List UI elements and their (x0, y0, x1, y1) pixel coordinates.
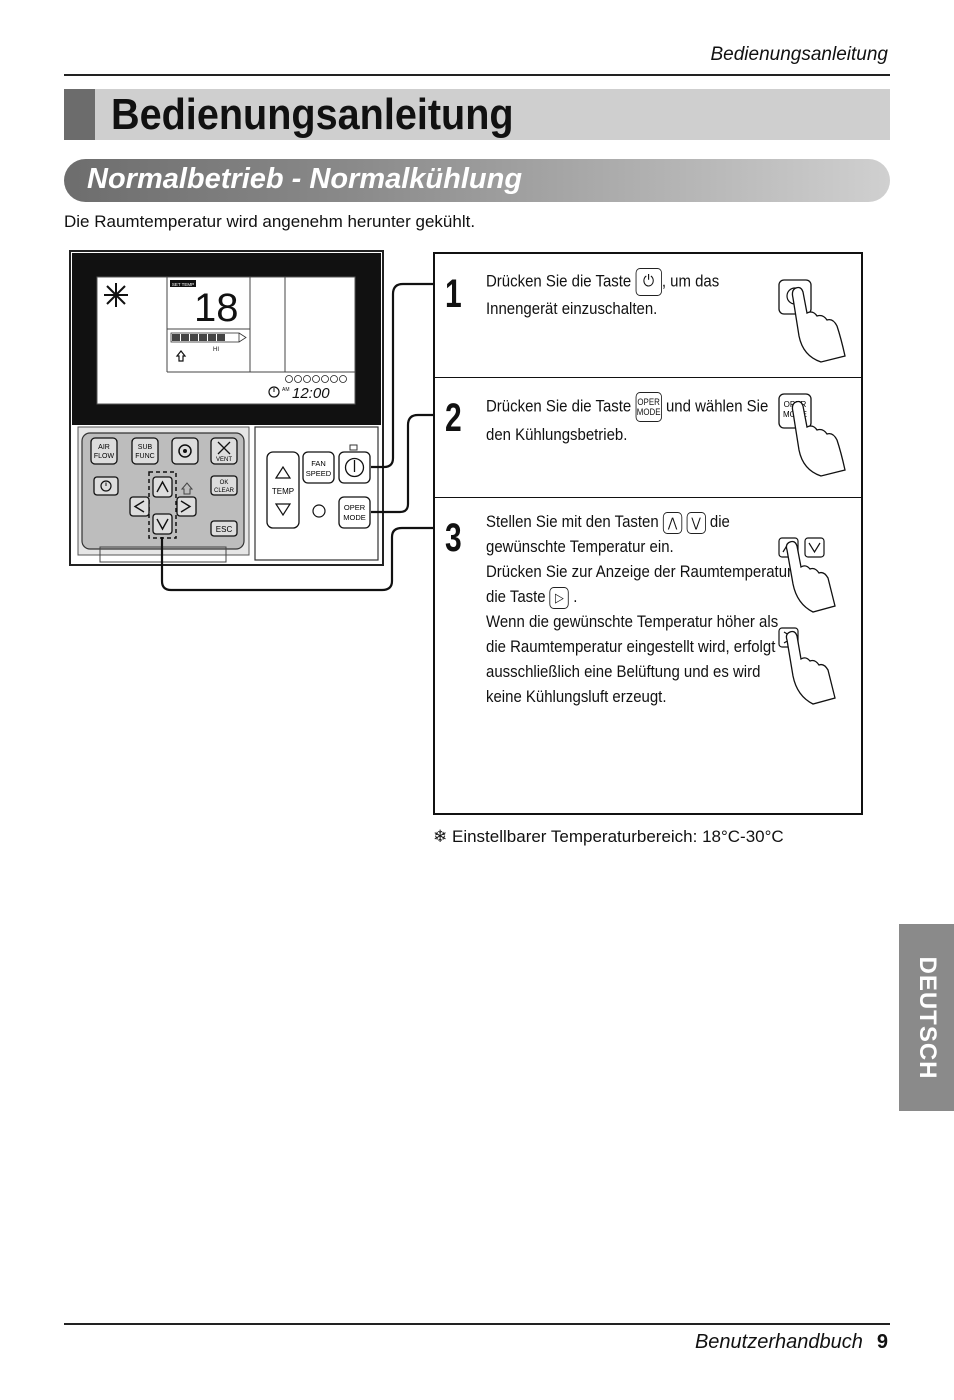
temp-rocker[interactable]: TEMP (266, 451, 300, 529)
running-header: Bedienungsanleitung (710, 44, 889, 65)
step-1: 1 Drücken Sie die Taste ⏻, um das Inneng… (435, 254, 861, 377)
section-title: Normalbetrieb - Normalkühlung (87, 163, 523, 195)
timer-icon (268, 386, 280, 398)
left-arrow-button[interactable] (129, 496, 150, 517)
temp-down-icon (274, 503, 292, 517)
svg-text:OK: OK (220, 480, 229, 486)
footnote: ❄ Einstellbarer Temperaturbereich: 18°C-… (433, 827, 784, 847)
mode-indicators (285, 375, 347, 383)
page-number: 9 (876, 1331, 888, 1353)
section-bar (64, 159, 890, 202)
finger-press-power-icon (778, 279, 846, 363)
arrow-right-icon (180, 500, 192, 513)
step-text: Stellen Sie mit den Tasten ⋀ ⋁ die gewün… (486, 511, 793, 706)
step-3: 3 Stellen Sie mit den Tasten ⋀ ⋁ die gew… (435, 497, 861, 815)
power-button[interactable] (338, 451, 371, 484)
arrow-up-icon (156, 480, 169, 493)
oper-mode-button[interactable]: OPER MODE (338, 496, 371, 529)
lcd-clock: 12:00 (292, 385, 330, 402)
up-arrow-button[interactable] (152, 476, 173, 498)
footer-rule (64, 1323, 890, 1325)
svg-text:FUNC: FUNC (135, 453, 154, 460)
finger-press-right-icon (778, 627, 836, 705)
step-text: Drücken Sie die Taste ⏻, um das Innenger… (486, 268, 719, 321)
svg-text:CLEAR: CLEAR (214, 488, 235, 494)
vent-icon (217, 441, 231, 455)
callout-lines (160, 282, 433, 592)
snowflake-icon (104, 283, 128, 307)
settings-button[interactable] (171, 437, 199, 465)
lcd-temperature: 18 (194, 286, 239, 330)
power-key-glyph: ⏻ (635, 268, 662, 296)
air-flow-button[interactable]: AIR FLOW (90, 437, 118, 465)
language-tab-label: DEUTSCH (913, 955, 941, 1080)
svg-text:FAN: FAN (311, 459, 326, 468)
down-arrow-button[interactable] (152, 513, 173, 535)
arrow-left-icon (133, 500, 145, 513)
fan-level-label: HI (213, 347, 219, 353)
svg-text:SUB: SUB (138, 444, 153, 451)
svg-text:MODE: MODE (343, 513, 366, 522)
svg-text:SPEED: SPEED (306, 469, 332, 478)
footer-label: Benutzerhandbuch (694, 1331, 863, 1353)
right-key-glyph: ▷ (549, 586, 570, 609)
right-arrow-button[interactable] (176, 496, 197, 517)
fan-level-bar (170, 332, 247, 343)
header-rule (64, 74, 890, 76)
footnote-text: Einstellbarer Temperaturbereich: 18°C-30… (451, 827, 784, 846)
finger-press-oper-mode-icon: OPER MODE (778, 393, 846, 477)
remote-controller-illustration: SET TEMP 18 HI AM 12:00 AIR FLOW SUB FUN… (69, 250, 433, 592)
gear-icon (178, 444, 192, 458)
reset-hole (312, 504, 326, 518)
page-title: Bedienungsanleitung (111, 90, 514, 139)
title-bar (64, 89, 890, 140)
status-led (349, 444, 358, 451)
svg-text:TEMP: TEMP (272, 487, 294, 496)
finger-press-up-down-icon (778, 537, 836, 613)
svg-text:ESC: ESC (216, 525, 233, 534)
step-number: 2 (445, 396, 462, 440)
title-accent (64, 89, 95, 140)
power-icon (344, 457, 365, 478)
fan-speed-button[interactable]: FAN SPEED (302, 451, 335, 484)
timer-button[interactable] (93, 476, 119, 496)
svg-text:OPER: OPER (344, 503, 366, 512)
esc-button[interactable]: ESC (210, 520, 238, 537)
steps-panel: 1 Drücken Sie die Taste ⏻, um das Inneng… (433, 252, 863, 815)
step-number: 3 (445, 516, 462, 560)
temp-up-icon (274, 465, 292, 479)
up-key-glyph: ⋀ (662, 511, 683, 534)
language-tab (899, 924, 954, 1111)
am-label: AM (282, 387, 290, 393)
room-temp-icon (180, 482, 194, 495)
arrow-down-icon (156, 518, 169, 531)
step-number: 1 (445, 272, 462, 316)
ok-clear-button[interactable]: OK CLEAR (210, 475, 238, 496)
intro-text: Die Raumtemperatur wird angenehm herunte… (64, 212, 476, 231)
snowflake-icon: ❄ (433, 827, 448, 846)
sub-func-button[interactable]: SUB FUNC (131, 437, 159, 465)
down-key-glyph: ⋁ (686, 511, 706, 534)
svg-text:VENT: VENT (216, 457, 232, 463)
footer: Benutzerhandbuch 9 (695, 1331, 888, 1354)
set-temp-label: SET TEMP (172, 282, 194, 287)
svg-text:AIR: AIR (98, 444, 110, 451)
swing-icon (175, 350, 187, 362)
vent-button[interactable]: VENT (210, 437, 238, 465)
svg-text:FLOW: FLOW (94, 453, 115, 460)
